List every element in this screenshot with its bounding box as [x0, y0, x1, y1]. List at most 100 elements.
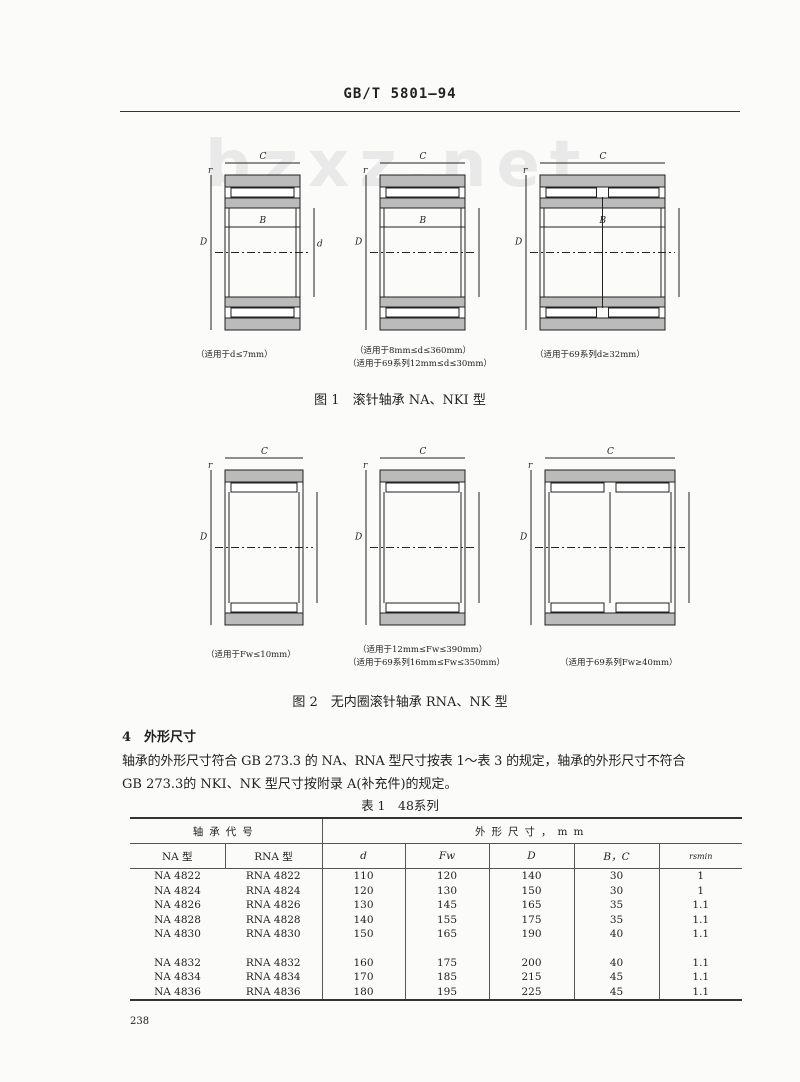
table-cell: 190	[488, 927, 574, 942]
spacer-cell	[573, 941, 659, 956]
table-cell: 130	[404, 883, 489, 898]
table-cell: 200	[488, 955, 574, 970]
label-B: B	[419, 216, 427, 226]
table-cell: 1.1	[658, 970, 742, 985]
outer-ring-section	[544, 469, 676, 483]
table-cell: 180	[321, 984, 405, 1001]
needle-roller	[545, 307, 597, 318]
outer-ring-section	[544, 612, 676, 626]
table-cell: 1	[658, 883, 742, 898]
table-cell: NA 4824	[154, 884, 201, 897]
table-cell: 175	[404, 955, 489, 970]
table-cell: 150	[488, 883, 574, 898]
label-D: D	[519, 533, 527, 543]
table-cell: 1.1	[658, 912, 742, 927]
table-cell: 35	[573, 912, 659, 927]
paragraph-line-2: GB 273.3的 NKI、NK 型尺寸按附录 A(补充件)的规定。	[122, 777, 458, 792]
table-cell: NA 4832	[154, 956, 201, 969]
label-B: B	[599, 216, 607, 226]
table-cell: 160	[321, 955, 405, 970]
figure2-drawing-3: CrDFw	[519, 447, 690, 626]
label-C: C	[607, 447, 614, 457]
label-r: r	[363, 461, 368, 471]
table-cell: 145	[404, 898, 489, 913]
spacer-cell	[225, 942, 322, 956]
needle-roller	[615, 482, 670, 493]
table-cell: 155	[404, 912, 489, 927]
table-cell: 1.1	[658, 984, 742, 1001]
label-D: D	[514, 238, 522, 248]
label-Fw: Fw	[319, 541, 320, 551]
table-cell: 225	[488, 984, 574, 1001]
label-C: C	[600, 152, 607, 162]
needle-roller	[385, 307, 460, 318]
needle-roller	[230, 187, 295, 198]
inner-ring-section	[379, 197, 466, 209]
label-D: D	[199, 238, 207, 248]
outer-ring-section	[539, 174, 666, 188]
table-cell: 215	[488, 970, 574, 985]
table-cell: NA 4830	[154, 928, 201, 941]
label-r: r	[363, 166, 368, 176]
figure2-title: 图 2 无内圈滚针轴承 RNA、NK 型	[292, 695, 508, 710]
table-cell: 40	[573, 955, 659, 970]
table-cell: 35	[573, 898, 659, 913]
label-r: r	[523, 166, 528, 176]
spacer-cell	[658, 941, 742, 956]
inner-ring-section	[224, 197, 301, 209]
column-header: rsmin	[658, 843, 742, 869]
table-cell: 30	[573, 868, 659, 884]
table-cell: 175	[488, 912, 574, 927]
spacer-row	[130, 941, 742, 956]
spacer-cell	[404, 941, 489, 956]
figure1-caption-1: （适用于d≤7mm）	[196, 350, 273, 360]
needle-roller	[230, 602, 298, 613]
section-heading: 4 外形尺寸	[122, 730, 197, 745]
figure1-caption-3: （适用于69系列12mm≤d≤30mm）	[348, 359, 492, 369]
column-header: RNA 型	[224, 843, 322, 869]
needle-roller	[385, 602, 460, 613]
needle-roller	[550, 602, 605, 613]
spacer-cell	[321, 941, 405, 956]
label-r: r	[208, 461, 213, 471]
figure2-caption-3: （适用于69系列16mm≤Fw≤350mm）	[348, 658, 506, 668]
column-header: B，C	[573, 843, 659, 869]
figure2-drawing-2: CrDFw	[354, 447, 480, 626]
label-D: D	[354, 533, 362, 543]
table-cell: RNA 4828	[245, 913, 301, 926]
paragraph-line-1: 轴承的外形尺寸符合 GB 273.3 的 NA、RNA 型尺寸按表 1～表 3 …	[122, 754, 686, 769]
table-cell: 165	[404, 927, 489, 942]
label-B: B	[259, 216, 267, 226]
table-cell: 140	[488, 868, 574, 884]
table-title: 表 1 48系列	[361, 798, 439, 813]
table-cell: 1.1	[658, 955, 742, 970]
group-header-dimensions: 外形尺寸，mm	[321, 817, 742, 844]
table-cell: RNA 4832	[245, 956, 301, 969]
outer-ring-section	[379, 174, 466, 188]
table-cell: 195	[404, 984, 489, 1001]
label-r: r	[528, 461, 533, 471]
needle-roller	[385, 482, 460, 493]
header-rule	[120, 111, 740, 112]
table-cell: 45	[573, 970, 659, 985]
needle-roller	[608, 187, 660, 198]
table-cell: RNA 4830	[245, 928, 301, 941]
outer-ring-section	[379, 469, 466, 483]
label-r: r	[208, 166, 213, 176]
table-cell: NA 4828	[154, 913, 201, 926]
table-cell: NA 4822	[154, 870, 201, 883]
table-cell: 140	[321, 912, 405, 927]
table-cell: 40	[573, 927, 659, 942]
label-C: C	[260, 152, 267, 162]
table-cell: RNA 4824	[245, 884, 301, 897]
outer-ring-section	[539, 317, 666, 331]
table-cell: NA 4826	[154, 899, 201, 912]
inner-ring-section	[379, 296, 466, 308]
dimensions-table: 轴承代号 外形尺寸，mm NA 型 RNA 型 d Fw D B，C rsmin…	[130, 817, 742, 1001]
outer-ring-section	[224, 469, 304, 483]
column-header: D	[488, 843, 574, 869]
